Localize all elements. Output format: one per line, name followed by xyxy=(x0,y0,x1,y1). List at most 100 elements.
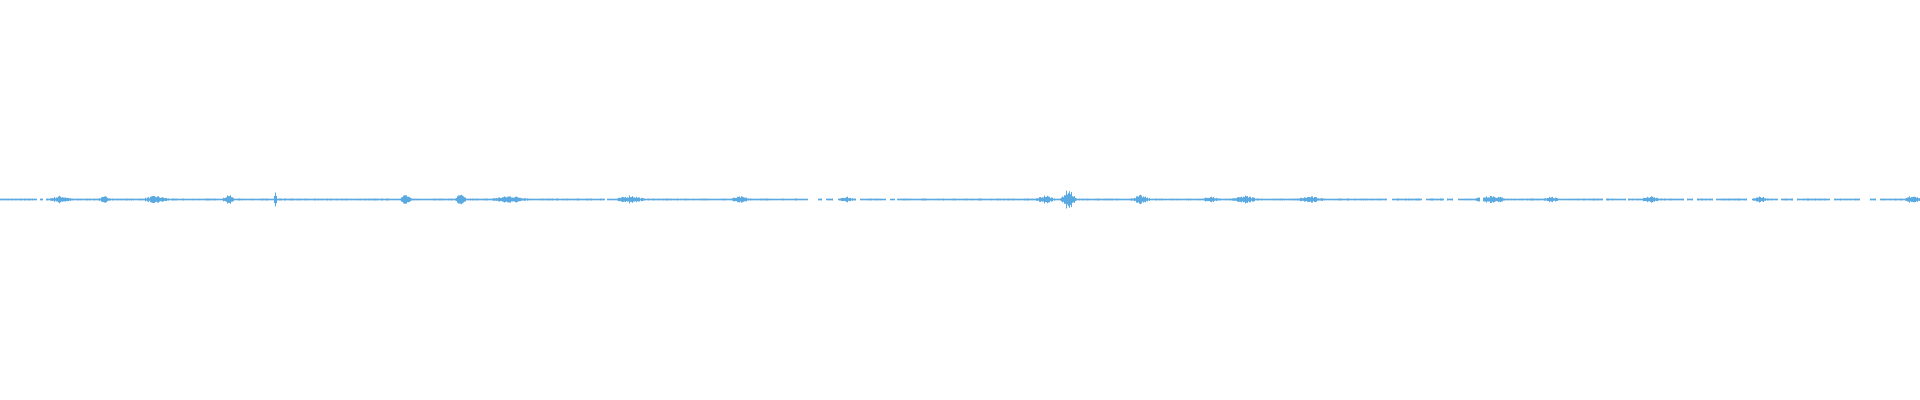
waveform-sample xyxy=(1561,198,1562,201)
waveform-sample xyxy=(871,198,872,201)
waveform-sample xyxy=(944,198,945,201)
waveform-sample xyxy=(361,198,362,201)
waveform-sample xyxy=(236,198,237,201)
waveform-sample xyxy=(269,198,270,201)
waveform-sample xyxy=(1375,198,1376,201)
waveform-sample xyxy=(341,198,342,201)
waveform-sample xyxy=(1346,198,1347,201)
waveform-sample xyxy=(963,198,964,201)
waveform-sample xyxy=(424,198,425,201)
waveform-sample xyxy=(1772,198,1773,201)
waveform-sample xyxy=(447,198,448,201)
waveform-sample xyxy=(964,198,965,201)
waveform-sample xyxy=(1766,198,1767,201)
waveform-sample xyxy=(251,198,252,201)
waveform-sample xyxy=(1141,195,1142,204)
waveform-sample xyxy=(1233,198,1234,201)
waveform-sample xyxy=(1236,198,1237,201)
waveform-sample xyxy=(849,197,850,202)
waveform-sample xyxy=(735,198,736,201)
waveform-sample xyxy=(1399,198,1400,201)
waveform-sample xyxy=(1014,198,1015,201)
waveform-sample xyxy=(1543,198,1544,201)
waveform-sample xyxy=(422,198,423,201)
waveform-sample xyxy=(557,198,558,201)
waveform-sample xyxy=(1701,198,1702,201)
waveform-sample xyxy=(883,198,884,201)
waveform-sample xyxy=(330,198,331,201)
waveform-sample xyxy=(1470,198,1471,201)
waveform-sample xyxy=(188,198,189,201)
waveform-sample xyxy=(945,198,946,201)
waveform-sample xyxy=(1858,198,1859,201)
waveform-sample xyxy=(243,198,244,201)
waveform-sample xyxy=(405,195,406,204)
waveform-sample xyxy=(1740,198,1741,201)
waveform-sample xyxy=(592,198,593,201)
waveform-sample xyxy=(805,198,806,201)
waveform-sample xyxy=(366,198,367,201)
waveform-sample xyxy=(493,198,494,201)
waveform-sample xyxy=(1048,196,1049,203)
waveform-sample xyxy=(1071,191,1072,208)
waveform-sample xyxy=(1907,197,1908,202)
waveform-sample xyxy=(1786,198,1787,201)
waveform-sample xyxy=(83,198,84,201)
waveform-sample xyxy=(357,198,358,201)
waveform-sample xyxy=(1910,197,1911,202)
waveform-sample xyxy=(1199,198,1200,201)
waveform-sample xyxy=(967,198,968,201)
waveform-sample xyxy=(263,198,264,201)
waveform-sample xyxy=(1232,198,1233,201)
waveform-sample xyxy=(1894,198,1895,201)
waveform-sample xyxy=(544,198,545,201)
waveform-sample xyxy=(265,198,266,201)
waveform-sample xyxy=(1356,198,1357,201)
waveform-sample xyxy=(801,198,802,201)
waveform-sample xyxy=(59,195,60,204)
waveform-sample xyxy=(929,198,930,201)
waveform-sample xyxy=(141,198,142,201)
waveform-sample xyxy=(461,194,462,205)
waveform-sample xyxy=(1859,198,1860,201)
waveform-sample xyxy=(1835,198,1836,201)
waveform-sample xyxy=(1468,198,1469,201)
waveform-sample xyxy=(1899,198,1900,201)
waveform-sample xyxy=(1116,198,1117,201)
waveform-sample xyxy=(148,197,149,202)
waveform-sample xyxy=(729,198,730,201)
waveform-sample xyxy=(1235,198,1236,201)
waveform-sample xyxy=(277,198,278,201)
waveform-sample xyxy=(1537,198,1538,201)
waveform-sample xyxy=(1077,198,1078,201)
waveform-sample xyxy=(1655,198,1656,201)
waveform-sample xyxy=(101,197,102,202)
waveform-sample xyxy=(154,196,155,203)
waveform-sample xyxy=(1815,198,1816,201)
waveform-sample xyxy=(185,198,186,201)
waveform-sample xyxy=(1055,198,1056,201)
waveform-sample xyxy=(129,198,130,201)
waveform-sample xyxy=(851,198,852,201)
waveform-sample xyxy=(522,198,523,201)
waveform-sample xyxy=(863,198,864,201)
waveform-sample xyxy=(324,198,325,201)
waveform-sample xyxy=(965,198,966,201)
waveform-sample xyxy=(1643,197,1644,202)
waveform-sample xyxy=(949,198,950,201)
waveform-sample xyxy=(1040,197,1041,202)
waveform-sample xyxy=(135,198,136,201)
waveform-sample xyxy=(1354,198,1355,201)
waveform-sample xyxy=(1845,198,1846,201)
waveform-sample xyxy=(1687,198,1688,201)
waveform-sample xyxy=(1175,198,1176,201)
waveform-sample xyxy=(499,197,500,202)
waveform-sample xyxy=(776,198,777,201)
waveform-sample xyxy=(1083,198,1084,201)
waveform-sample xyxy=(656,198,657,201)
waveform-sample xyxy=(1442,198,1443,201)
waveform-sample xyxy=(1633,198,1634,201)
waveform-sample xyxy=(145,197,146,202)
